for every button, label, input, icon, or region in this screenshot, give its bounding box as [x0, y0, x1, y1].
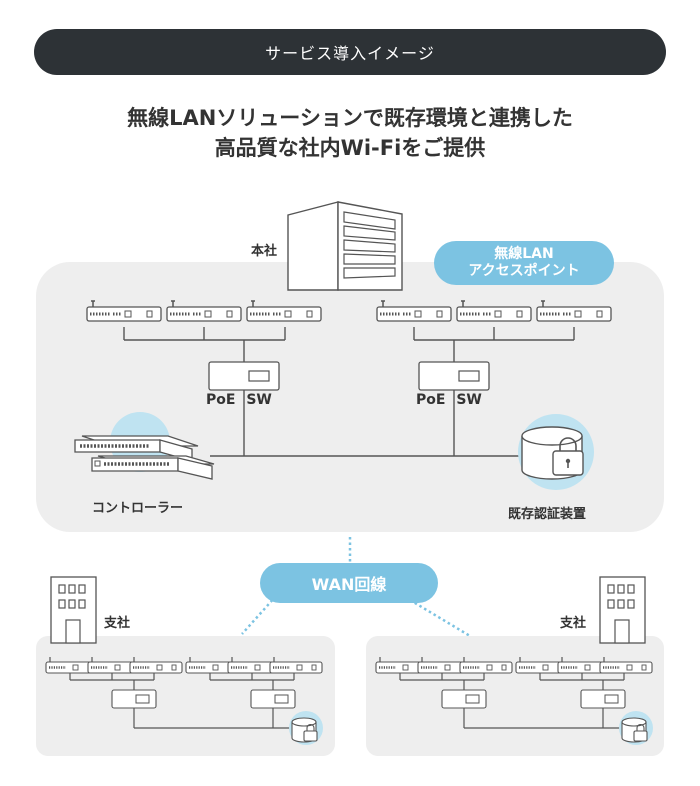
hq-building-icon	[287, 201, 403, 291]
branch-right-auth-icon	[619, 711, 653, 745]
access-point-tag-line-1: 無線LAN	[494, 246, 554, 262]
branch-right-building-icon	[599, 576, 646, 644]
branch-switch-icon	[250, 689, 296, 709]
branch-switch-icon	[111, 689, 157, 709]
wan-tag-label: WAN回線	[311, 575, 387, 594]
branch-left-auth-icon	[289, 711, 323, 745]
poe-switch-icon	[418, 361, 490, 391]
controller-label: コントローラー	[92, 501, 184, 516]
poe-switch-label-right: PoE SW	[416, 392, 482, 408]
auth-device-label: 既存認証装置	[508, 507, 587, 522]
branch-right-label: 支社	[560, 616, 587, 631]
hq-wiring	[123, 327, 575, 457]
access-point-tag-line-2: アクセスポイント	[468, 263, 580, 279]
poe-switch-label-left: PoE SW	[206, 392, 272, 408]
auth-server-icon	[518, 414, 594, 490]
branch-left-building-icon	[50, 576, 97, 644]
poe-switch-icon	[208, 361, 280, 391]
branch-left-label: 支社	[104, 616, 131, 631]
title-banner: サービス導入イメージ	[34, 29, 666, 75]
access-point-tag: 無線LAN アクセスポイント	[434, 241, 614, 285]
headline-line-2: 高品質な社内Wi-Fiをご提供	[214, 136, 486, 160]
wan-links	[241, 537, 471, 638]
branch-switch-icon	[580, 689, 626, 709]
banner-label: サービス導入イメージ	[265, 44, 435, 63]
headline: 無線LANソリューションで既存環境と連携した 高品質な社内Wi-Fiをご提供	[0, 103, 700, 163]
hq-label: 本社	[251, 244, 278, 259]
hq-panel	[36, 262, 664, 532]
branch-switch-icon	[441, 689, 487, 709]
headline-line-1: 無線LANソリューションで既存環境と連携した	[127, 106, 573, 130]
wan-tag: WAN回線	[260, 563, 438, 603]
controller-icon	[74, 412, 215, 480]
